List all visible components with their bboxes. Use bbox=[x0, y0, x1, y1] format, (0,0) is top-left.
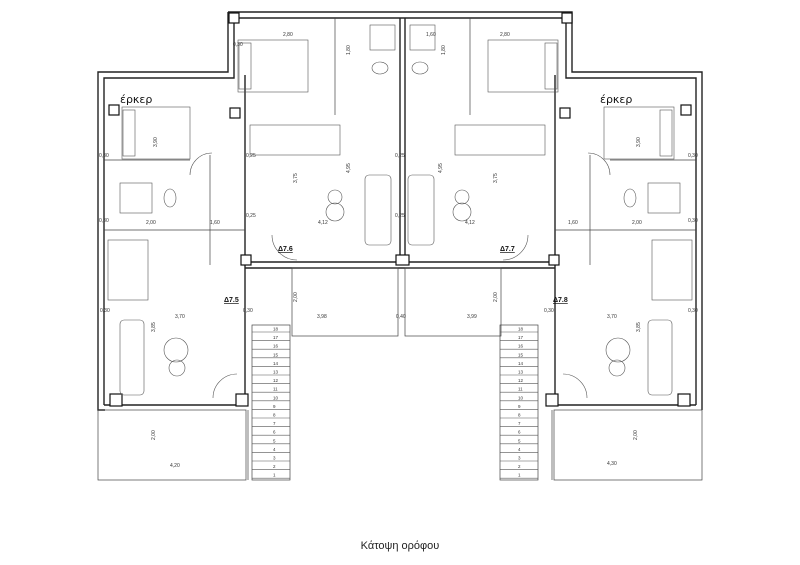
stair-step-number: 9 bbox=[518, 404, 521, 409]
dimension-label: 0,30 bbox=[100, 308, 110, 314]
stair-step-number: 3 bbox=[518, 456, 521, 461]
stair-step-number: 1 bbox=[273, 473, 276, 478]
dimension-label: 1,60 bbox=[426, 32, 436, 38]
stair-step-number: 8 bbox=[518, 413, 521, 418]
internal-stairs bbox=[107, 124, 693, 301]
dimension-label: 2,00 bbox=[633, 430, 639, 440]
stair-step-number: 14 bbox=[273, 361, 279, 366]
dimension-label: 3,90 bbox=[636, 137, 642, 147]
dimension-label: 1,60 bbox=[210, 220, 220, 226]
dimension-label: 3,85 bbox=[151, 322, 157, 332]
dimension-label: 3,70 bbox=[175, 314, 185, 320]
dimension-label: 0,30 bbox=[243, 308, 253, 314]
dimension-label: 0,25 bbox=[395, 153, 405, 159]
dimension-label: 2,80 bbox=[283, 32, 293, 38]
dimension-label: 4,12 bbox=[465, 220, 475, 226]
stair-step-number: 7 bbox=[273, 421, 276, 426]
stair-step-number: 6 bbox=[518, 430, 521, 435]
dimension-label: 3,70 bbox=[607, 314, 617, 320]
dimension-label: 0,30 bbox=[233, 42, 243, 48]
stair-step-number: 8 bbox=[273, 413, 276, 418]
dimension-label: 3,98 bbox=[317, 314, 327, 320]
dimension-label: 0,25 bbox=[246, 153, 256, 159]
stair-step-number: 13 bbox=[518, 370, 524, 375]
stair-step-number: 16 bbox=[518, 344, 524, 349]
dimension-label: 2,00 bbox=[146, 220, 156, 226]
dimension-label: 3,90 bbox=[153, 137, 159, 147]
dimension-label: 3,85 bbox=[636, 322, 642, 332]
room-id: Δ7.6 bbox=[278, 246, 293, 253]
dimension-label: 4,95 bbox=[346, 163, 352, 173]
terraces bbox=[97, 267, 703, 481]
stair-step-number: 10 bbox=[273, 395, 279, 400]
dimension-label: 0,30 bbox=[99, 218, 109, 224]
room-id: Δ7.7 bbox=[500, 246, 515, 253]
dimension-label: 3,99 bbox=[467, 314, 477, 320]
dimension-label: 0,30 bbox=[688, 153, 698, 159]
dimension-label: 0,30 bbox=[688, 308, 698, 314]
beds bbox=[121, 39, 675, 160]
dimensions: 2,80 0,30 3,90 4,95 3,75 4,12 2,00 1,60 0,30 0,30… bbox=[99, 32, 698, 469]
stair-step-number: 12 bbox=[273, 378, 279, 383]
dimension-label: 2,00 bbox=[151, 430, 157, 440]
dimension-label: 4,12 bbox=[318, 220, 328, 226]
room-ids: Δ7.5 Δ7.6 Δ7.7 Δ7.8 bbox=[224, 246, 568, 304]
dimension-label: 0,25 bbox=[246, 213, 256, 219]
stair-step-number: 4 bbox=[273, 447, 276, 452]
stair-step-number: 7 bbox=[518, 421, 521, 426]
bay-label-left: έρκερ bbox=[120, 93, 152, 106]
dimension-label: 1,60 bbox=[568, 220, 578, 226]
dimension-label: 2,80 bbox=[500, 32, 510, 38]
dimension-label: 0,40 bbox=[396, 314, 406, 320]
walls bbox=[97, 11, 703, 411]
dimension-label: 3,75 bbox=[493, 173, 499, 183]
dimension-label: 1,80 bbox=[346, 45, 352, 55]
columns bbox=[108, 12, 692, 407]
dimension-label: 4,30 bbox=[607, 461, 617, 467]
dimension-label: 2,00 bbox=[293, 292, 299, 302]
stair-step-number: 3 bbox=[273, 456, 276, 461]
stair-step-number: 1 bbox=[518, 473, 521, 478]
stair-step-number: 17 bbox=[518, 335, 524, 340]
dimension-label: 0,30 bbox=[688, 218, 698, 224]
stair-step-number: 6 bbox=[273, 430, 276, 435]
dimension-label: 4,95 bbox=[438, 163, 444, 173]
stair-step-number: 2 bbox=[273, 464, 276, 469]
dimension-label: 4,20 bbox=[170, 463, 180, 469]
stair-step-number: 14 bbox=[518, 361, 524, 366]
stair-step-number: 18 bbox=[273, 327, 279, 332]
stair-step-number: 15 bbox=[273, 352, 279, 357]
stair-step-number: 12 bbox=[518, 378, 524, 383]
stair-step-number: 2 bbox=[518, 464, 521, 469]
stair-step-number: 10 bbox=[518, 395, 524, 400]
furniture bbox=[119, 24, 681, 396]
stair-step-number: 17 bbox=[273, 335, 279, 340]
room-id: Δ7.5 bbox=[224, 297, 239, 304]
external-stairs bbox=[251, 324, 539, 481]
dimension-label: 1,80 bbox=[441, 45, 447, 55]
stair-step-number: 4 bbox=[518, 447, 521, 452]
stair-step-number: 15 bbox=[518, 352, 524, 357]
stair-step-number: 11 bbox=[518, 387, 523, 392]
stair-step-number: 16 bbox=[273, 344, 279, 349]
dimension-label: 0,25 bbox=[395, 213, 405, 219]
doors bbox=[189, 152, 611, 399]
stair-step-number: 5 bbox=[273, 438, 276, 443]
room-id: Δ7.8 bbox=[553, 297, 568, 304]
stair-step-number: 9 bbox=[273, 404, 276, 409]
plan-caption: Κάτοψη ορόφου bbox=[360, 540, 440, 552]
dimension-label: 3,75 bbox=[293, 173, 299, 183]
stair-step-number: 13 bbox=[273, 370, 279, 375]
dimension-label: 0,30 bbox=[99, 153, 109, 159]
stair-step-number: 18 bbox=[518, 327, 524, 332]
bay-label-right: έρκερ bbox=[600, 93, 632, 106]
dimension-label: 2,00 bbox=[632, 220, 642, 226]
bay-labels: έρκερ έρκερ bbox=[120, 93, 632, 106]
stair-step-number: 11 bbox=[273, 387, 278, 392]
stair-step-number: 5 bbox=[518, 438, 521, 443]
dimension-label: 2,00 bbox=[493, 292, 499, 302]
dimension-label: 0,30 bbox=[544, 308, 554, 314]
